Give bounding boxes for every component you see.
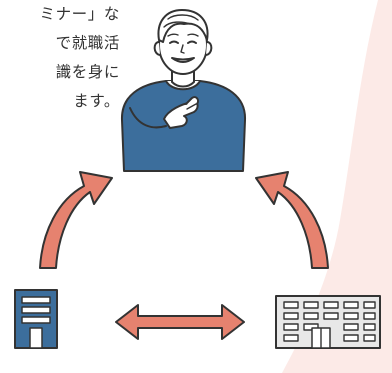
large-office-building-icon	[275, 295, 381, 349]
caption-text: ミナー」な で就職活 識を身に ます。	[0, 0, 120, 116]
left-curved-arrow-icon	[39, 171, 113, 269]
caption-line-3: 識を身に	[55, 63, 120, 81]
bottom-double-arrow-icon	[115, 304, 245, 340]
elderly-man-hand-on-chest-icon	[120, 9, 247, 172]
caption-line-2: で就職活	[55, 34, 120, 52]
right-curved-arrow-icon	[255, 171, 329, 269]
caption-line-1: ミナー」な	[39, 5, 120, 23]
caption-line-4: ます。	[73, 92, 120, 110]
small-office-building-icon	[14, 289, 58, 349]
